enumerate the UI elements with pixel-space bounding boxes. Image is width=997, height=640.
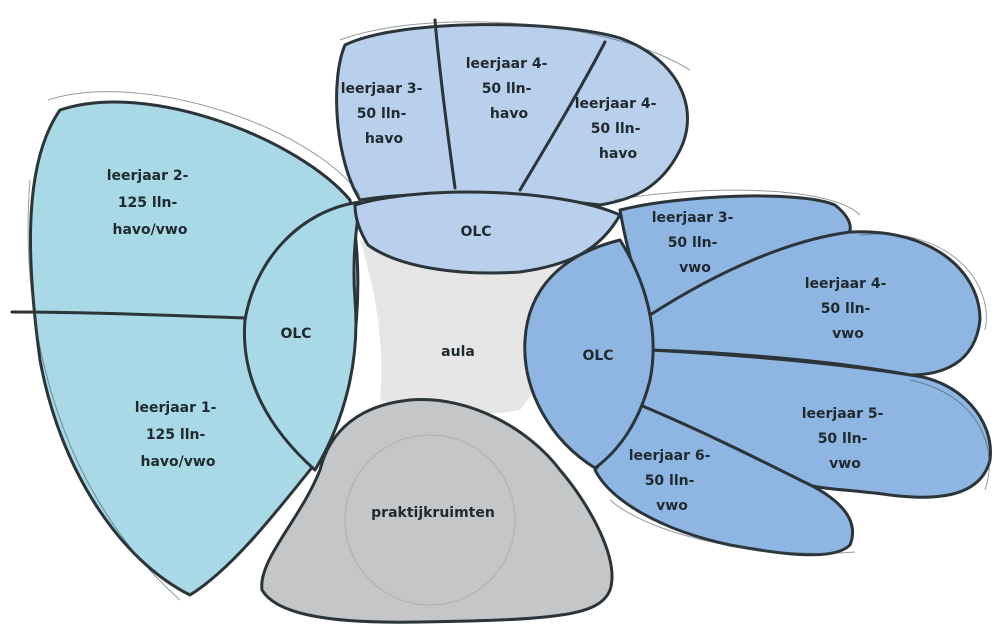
left-wing-divider bbox=[10, 310, 250, 320]
sketch-line-3 bbox=[339, 21, 691, 71]
sketch-line-7 bbox=[609, 499, 856, 554]
top-olc-shape bbox=[353, 190, 622, 275]
aula-area bbox=[360, 240, 566, 415]
left-top-label: leerjaar 2- 125 lln- havo/vwo bbox=[107, 168, 194, 238]
top-room-1-label: leerjaar 3- 50 lln- havo bbox=[341, 81, 428, 147]
sketch-line-6 bbox=[909, 379, 990, 491]
right-olc-shape bbox=[523, 238, 655, 470]
sketch-line-2 bbox=[27, 179, 181, 601]
sketch-line-4 bbox=[614, 189, 861, 216]
right-petal-bottom bbox=[593, 403, 855, 557]
top-room-3-label: leerjaar 4- 50 lln- havo bbox=[575, 96, 662, 162]
top-olc-label: OLC bbox=[460, 224, 491, 240]
right-room-2-label: leerjaar 4- 50 lln- vwo bbox=[805, 276, 892, 342]
aula-label: aula bbox=[441, 344, 475, 360]
right-room-4-label: leerjaar 6- 50 lln- vwo bbox=[629, 448, 716, 514]
right-room-3-label: leerjaar 5- 50 lln- vwo bbox=[802, 406, 889, 472]
right-olc-label: OLC bbox=[582, 348, 613, 364]
right-room-1-label: leerjaar 3- 50 lln- vwo bbox=[652, 210, 739, 276]
praktijk-sketch-circle bbox=[344, 434, 516, 606]
left-olc-label: OLC bbox=[280, 326, 311, 342]
top-divider-1 bbox=[433, 18, 457, 190]
left-bottom-label: leerjaar 1- 125 lln- havo/vwo bbox=[135, 400, 222, 470]
left-olc-shape bbox=[242, 200, 362, 472]
top-room-2-label: leerjaar 4- 50 lln- havo bbox=[466, 56, 553, 122]
praktijkruimten-label: praktijkruimten bbox=[371, 505, 495, 521]
sketch-line-5 bbox=[859, 233, 987, 331]
praktijkruimten-shape bbox=[260, 398, 614, 624]
top-divider-2 bbox=[518, 40, 607, 192]
sketch-line-1 bbox=[47, 91, 361, 196]
